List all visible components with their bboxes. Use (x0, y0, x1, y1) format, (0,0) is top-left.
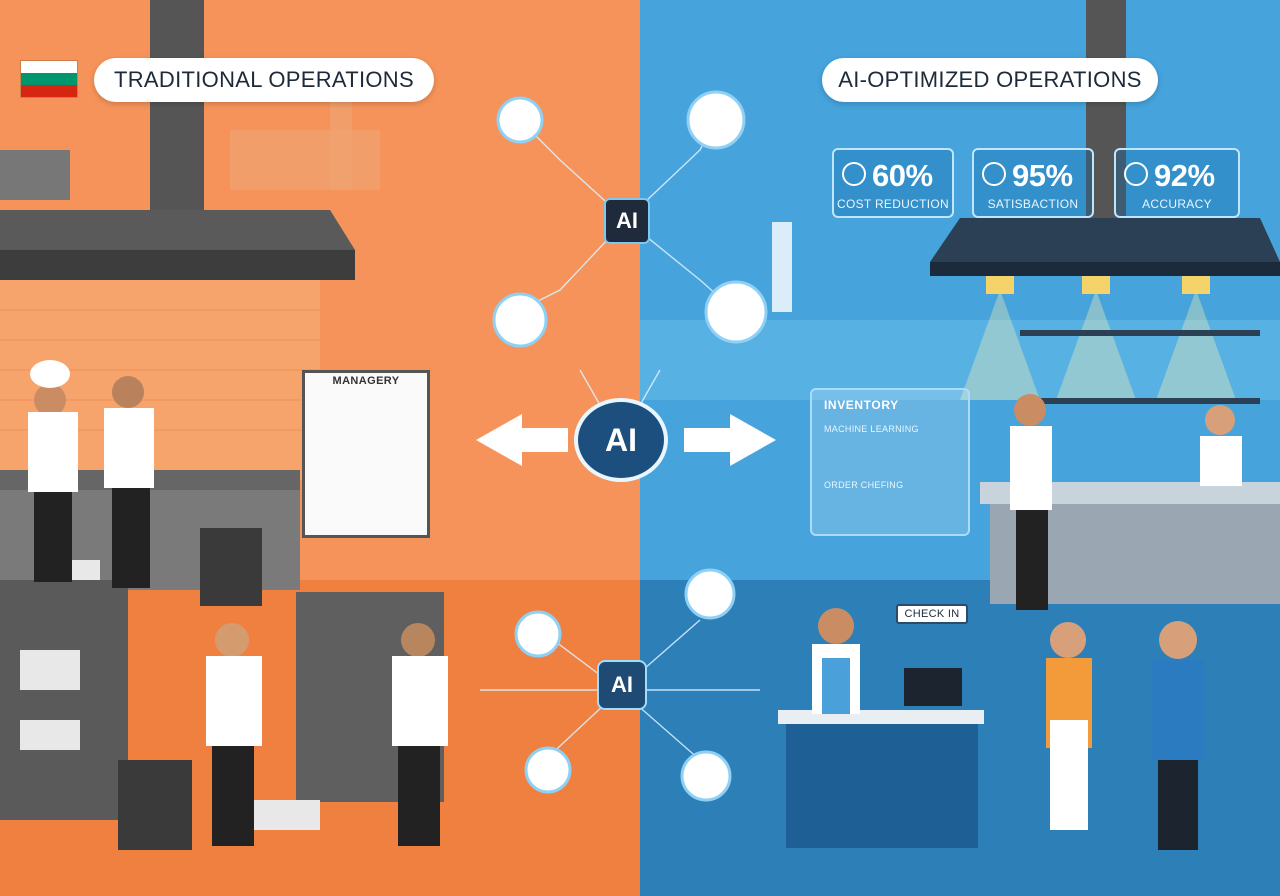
manager-board: MANAGERY (302, 370, 430, 538)
reception-desk (786, 724, 978, 848)
target-icon (1124, 162, 1148, 186)
flag-stripe-red (21, 85, 77, 97)
inventory-title: INVENTORY (824, 398, 899, 412)
receptionist (812, 608, 860, 714)
check-in-sign: CHECK IN (896, 604, 968, 624)
host (1152, 621, 1204, 850)
manager-board-title: MANAGERY (332, 375, 400, 387)
inventory-panel: INVENTORY MACHINE LEARNING ORDER CHEFING (810, 388, 970, 536)
left-hood-edge (0, 250, 355, 280)
stat-cost-reduction: 60% COST REDUCTION (832, 148, 954, 218)
left-tower (330, 90, 352, 190)
lamp-lights (960, 290, 1236, 400)
left-chimney (150, 0, 204, 210)
stat-label: SATISBACTION (987, 197, 1079, 211)
chef-right (1200, 405, 1242, 486)
monitor (904, 668, 962, 706)
flag-stripe-white (21, 61, 77, 73)
right-kitchen-counter (980, 482, 1280, 504)
waitress (1046, 622, 1092, 830)
lamps (986, 276, 1210, 294)
inventory-subtitle-order: ORDER CHEFING (824, 480, 904, 490)
reception-desk-top (778, 710, 984, 724)
ai-optimized-operations-title: AI-OPTIMIZED OPERATIONS (822, 58, 1158, 102)
right-hood-edge (930, 262, 1280, 276)
server-1 (1010, 394, 1052, 610)
right-hood (930, 218, 1280, 262)
right-shelf-line-2 (1020, 398, 1260, 404)
right-shelf-line (1020, 330, 1260, 336)
bulgarian-flag-icon (20, 60, 78, 98)
stat-satisfaction: 95% SATISBACTION (972, 148, 1094, 218)
left-pipe (0, 150, 70, 200)
icon-nodes (492, 90, 768, 802)
ai-circle-center: AI (574, 398, 668, 482)
people-icon (982, 162, 1006, 186)
left-shelf (0, 580, 128, 820)
stat-label: COST REDUCTION (837, 197, 949, 211)
stat-value: 95% (1012, 158, 1073, 193)
arrow-right (684, 414, 776, 466)
inventory-subtitle-ml: MACHINE LEARNING (824, 424, 919, 434)
flag-stripe-green (21, 73, 77, 85)
chef-3 (206, 623, 262, 846)
ai-chip-bottom: AI (597, 660, 647, 710)
trash-can-top (200, 528, 262, 606)
chef-2 (104, 376, 154, 588)
arrow-left (476, 414, 568, 466)
traditional-operations-title: TRADITIONAL OPERATIONS (94, 58, 434, 102)
chef-1 (28, 360, 78, 582)
left-building (230, 130, 380, 190)
stat-label: ACCURACY (1142, 197, 1212, 211)
trash-can-bottom (118, 760, 192, 850)
bell-icon (842, 162, 866, 186)
left-hood (0, 210, 355, 250)
stat-value: 92% (1154, 158, 1215, 193)
chef-4 (392, 623, 448, 846)
stat-accuracy: 92% ACCURACY (1114, 148, 1240, 218)
lighthouse (772, 222, 792, 312)
stat-value: 60% (872, 158, 933, 193)
ai-chip-top: AI (604, 198, 650, 244)
